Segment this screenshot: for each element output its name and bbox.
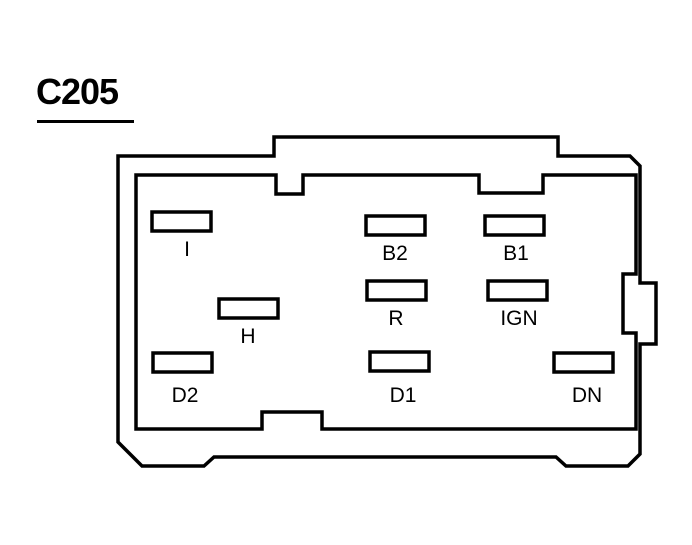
pin-b2-label: B2: [382, 242, 408, 265]
pin-r-label: R: [388, 307, 403, 330]
pin-b1-label: B1: [503, 242, 529, 265]
connector-housing-inner: [134, 173, 638, 431]
connector-title: C205: [36, 71, 119, 112]
connector-housing-outer: [116, 135, 658, 468]
pin-d1-label: D1: [390, 384, 417, 407]
pin-h-terminal: [217, 297, 280, 320]
title-underline: [37, 120, 134, 123]
pin-i-terminal: [150, 210, 213, 233]
pin-r-terminal: [365, 279, 428, 302]
pin-i-label: I: [184, 238, 190, 261]
pin-dn-terminal: [552, 351, 615, 374]
pin-d2-label: D2: [172, 384, 199, 407]
pin-ign-label: IGN: [500, 307, 537, 330]
pin-dn-label: DN: [572, 384, 602, 407]
pin-b2-terminal: [364, 214, 427, 237]
pin-b1-terminal: [483, 214, 546, 237]
pin-ign-terminal: [486, 279, 549, 302]
pin-d1-terminal: [368, 350, 431, 373]
pin-d2-terminal: [151, 351, 214, 374]
pin-h-label: H: [240, 325, 255, 348]
